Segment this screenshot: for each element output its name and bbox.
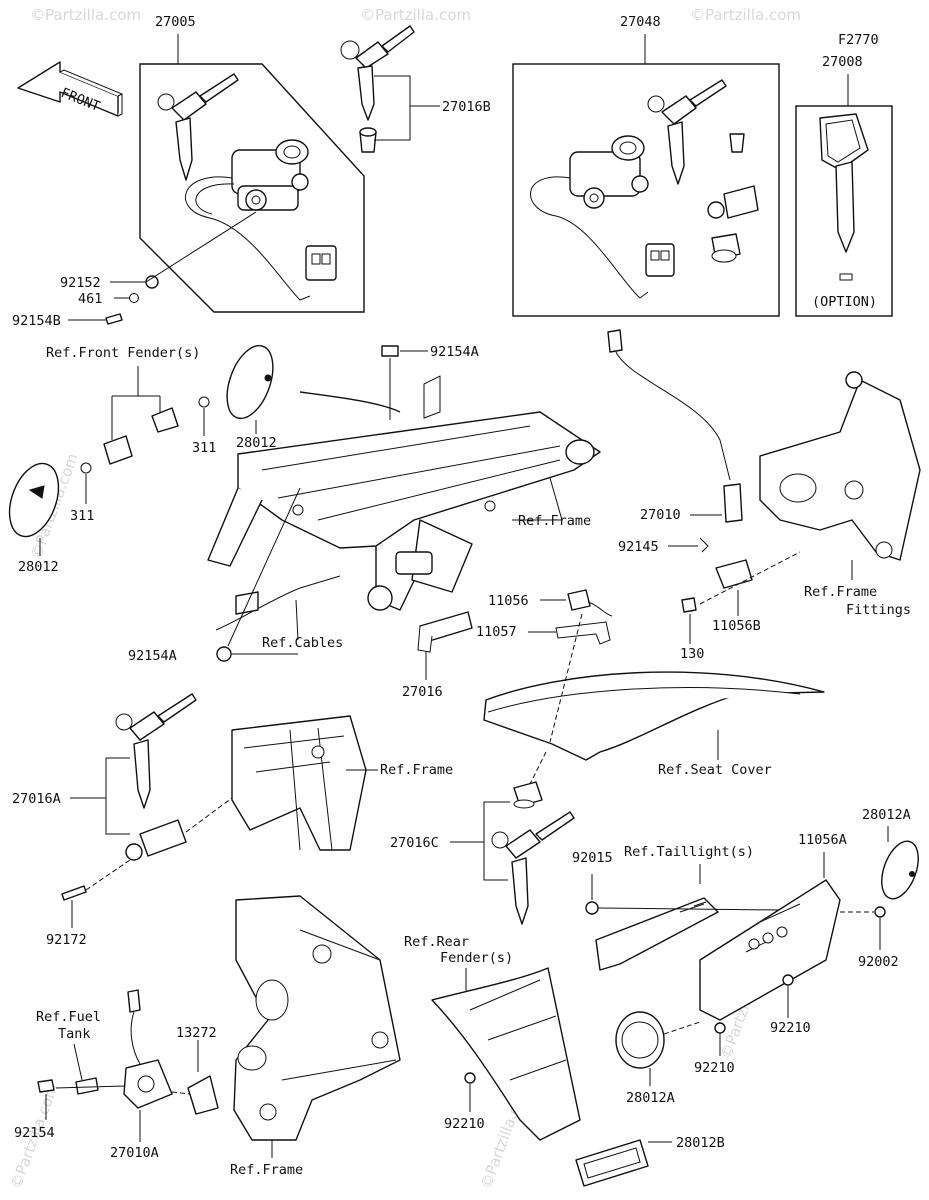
ref-F2770: F2770 [838, 32, 879, 48]
part-number-11057: 11057 [476, 624, 517, 640]
part-number-13272: 13272 [176, 1025, 217, 1041]
part-number-27048: 27048 [620, 14, 661, 30]
lock-cylinder-icon [707, 185, 759, 263]
ref-frame-mid: Ref.Frame [380, 762, 453, 778]
switch-fasteners: 92152 461 92154B [12, 211, 257, 329]
ref-frame-fittings-1: Ref.Frame [804, 584, 877, 600]
ref-frame-fittings-2: Fittings [846, 602, 911, 618]
part-number-92154: 92154 [14, 1125, 55, 1141]
ignition-switch-icon [569, 135, 649, 209]
part-number-92210-bottom: 92210 [444, 1116, 485, 1132]
part-number-11056A: 11056A [798, 832, 847, 848]
part-number-92152: 92152 [60, 275, 101, 291]
frame-fittings-icon: Ref.Frame Fittings [759, 371, 921, 618]
reflector-icon [226, 344, 274, 420]
key-icon [491, 811, 575, 925]
part-number-130: 130 [680, 646, 704, 662]
ignition-switch-icon [231, 139, 309, 211]
ref-fuel-tank-1: Ref.Fuel [36, 1009, 101, 1025]
part-number-28012-a: 28012 [236, 435, 277, 451]
connector-icon [645, 243, 675, 277]
watermark: ©Partzilla.com [690, 6, 801, 24]
part-number-92154B: 92154B [12, 313, 61, 329]
bracket-27016: 27016 [402, 611, 473, 700]
reflector-icon [881, 840, 919, 900]
part-number-28012-b: 28012 [18, 559, 59, 575]
part-number-27008: 27008 [822, 54, 863, 70]
ref-cables: Ref.Cables [262, 635, 343, 651]
part-number-92172: 92172 [46, 932, 87, 948]
key-icon [157, 73, 239, 181]
part-number-92002: 92002 [858, 954, 899, 970]
part-number-92015: 92015 [572, 850, 613, 866]
part-number-27016: 27016 [402, 684, 443, 700]
reflector-icon [575, 1139, 649, 1187]
reflector-icon [615, 1011, 665, 1069]
seat-cover-icon [483, 671, 825, 761]
part-number-27010A: 27010A [110, 1145, 159, 1161]
part-number-28012A-top: 28012A [862, 807, 911, 823]
front-arrow: FRONT [17, 61, 124, 117]
key-blank-box-27008: F2770 27008 (OPTION) [795, 32, 893, 317]
cables-group: Ref.Cables 92154A [128, 487, 343, 664]
part-number-27010: 27010 [640, 507, 681, 523]
frame-fasteners-top: 92154A Ref.Frame [381, 344, 591, 529]
reflector-icon [8, 462, 60, 538]
ref-seat-cover: Ref.Seat Cover [658, 762, 772, 778]
ref-frame-bottom: Ref.Frame [230, 1162, 303, 1178]
rear-frame-bottom-icon: Ref.Frame [230, 895, 401, 1178]
front-fender-reflector-group: Ref.Front Fender(s) 311 311 28012 28012 [8, 344, 277, 575]
watermark: ©Partzilla.com [360, 6, 471, 24]
rear-frame-mid-icon: Ref.Frame [231, 715, 453, 851]
ref-fuel-tank-2: Tank [58, 1026, 91, 1042]
ignition-switch-box-27048: 27048 [512, 14, 780, 317]
ref-front-fender: Ref.Front Fender(s) [46, 345, 200, 361]
watermark: ©Partzilla.com [30, 6, 141, 24]
key-set-27016B: 27016B [340, 25, 491, 153]
ref-rear-fender-1: Ref.Rear [404, 934, 469, 950]
ref-taillights: Ref.Taillight(s) [624, 844, 754, 860]
ignition-switch-box-27005: 27005 [139, 14, 365, 313]
key-blank-icon [819, 113, 869, 281]
part-number-311-b: 311 [70, 508, 94, 524]
key-icon [115, 693, 197, 809]
front-frame-assembly [207, 375, 601, 611]
part-number-92210-right: 92210 [770, 1020, 811, 1036]
ref-rear-fender-2: Fender(s) [440, 950, 513, 966]
part-number-27016A: 27016A [12, 791, 61, 807]
part-number-11056B: 11056B [712, 618, 761, 634]
option-note: (OPTION) [812, 294, 877, 310]
part-number-28012B: 28012B [676, 1135, 725, 1151]
part-number-461: 461 [78, 291, 102, 307]
ref-frame-top: Ref.Frame [518, 513, 591, 529]
part-number-27016C: 27016C [390, 835, 439, 851]
taillight-bracket-group: Ref.Taillight(s) 92015 11056A 28012A 920… [572, 807, 919, 1106]
connector-icon [305, 245, 337, 281]
fuel-tank-switch-group: Ref.Fuel Tank 92154 27010A 13272 [14, 989, 219, 1161]
part-number-28012A-bottom: 28012A [626, 1090, 675, 1106]
seat-lock-27016C: 27016C [390, 781, 575, 925]
part-number-92154A-left: 92154A [128, 648, 177, 664]
part-number-92154A-top: 92154A [430, 344, 479, 360]
seat-lock-group: 11056 11057 Ref.Seat Cover [476, 589, 825, 785]
helmet-lock-27016A: 27016A 92172 [12, 693, 241, 948]
sensor-switch-27010: 27010 92145 130 11056B [607, 329, 801, 662]
part-number-11056: 11056 [488, 593, 529, 609]
part-number-92145: 92145 [618, 539, 659, 555]
rear-fender-group: Ref.Rear Fender(s) 92210 28012B [404, 934, 725, 1187]
key-icon [647, 79, 727, 185]
part-number-27005: 27005 [155, 14, 196, 30]
part-number-311-a: 311 [192, 440, 216, 456]
part-number-27016B: 27016B [442, 99, 491, 115]
part-number-92210-mid: 92210 [694, 1060, 735, 1076]
